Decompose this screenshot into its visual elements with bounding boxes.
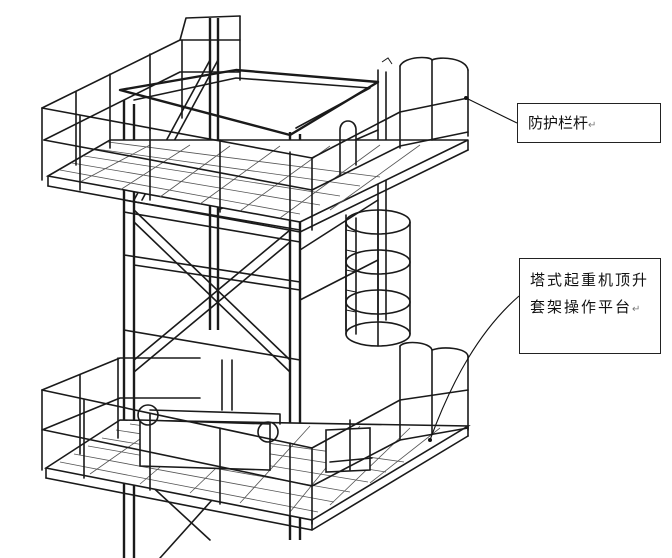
platform-leader-line [429, 295, 520, 441]
guardrail-leader-dot [464, 96, 468, 100]
platform-callout: 塔式起重机顶升套架操作平台↵ [519, 258, 661, 354]
paragraph-mark: ↵ [588, 120, 597, 131]
paragraph-mark: ↵ [632, 304, 643, 315]
platform-label: 塔式起重机顶升套架操作平台 [530, 271, 650, 316]
top-platform [41, 15, 469, 233]
cage-ladder [345, 209, 411, 347]
platform-leader-dot [428, 438, 432, 442]
guardrail-callout: 防护栏杆↵ [517, 103, 661, 143]
guardrail-label: 防护栏杆 [528, 114, 589, 132]
lower-platform [41, 341, 471, 531]
guardrail-leader-line [465, 97, 518, 124]
